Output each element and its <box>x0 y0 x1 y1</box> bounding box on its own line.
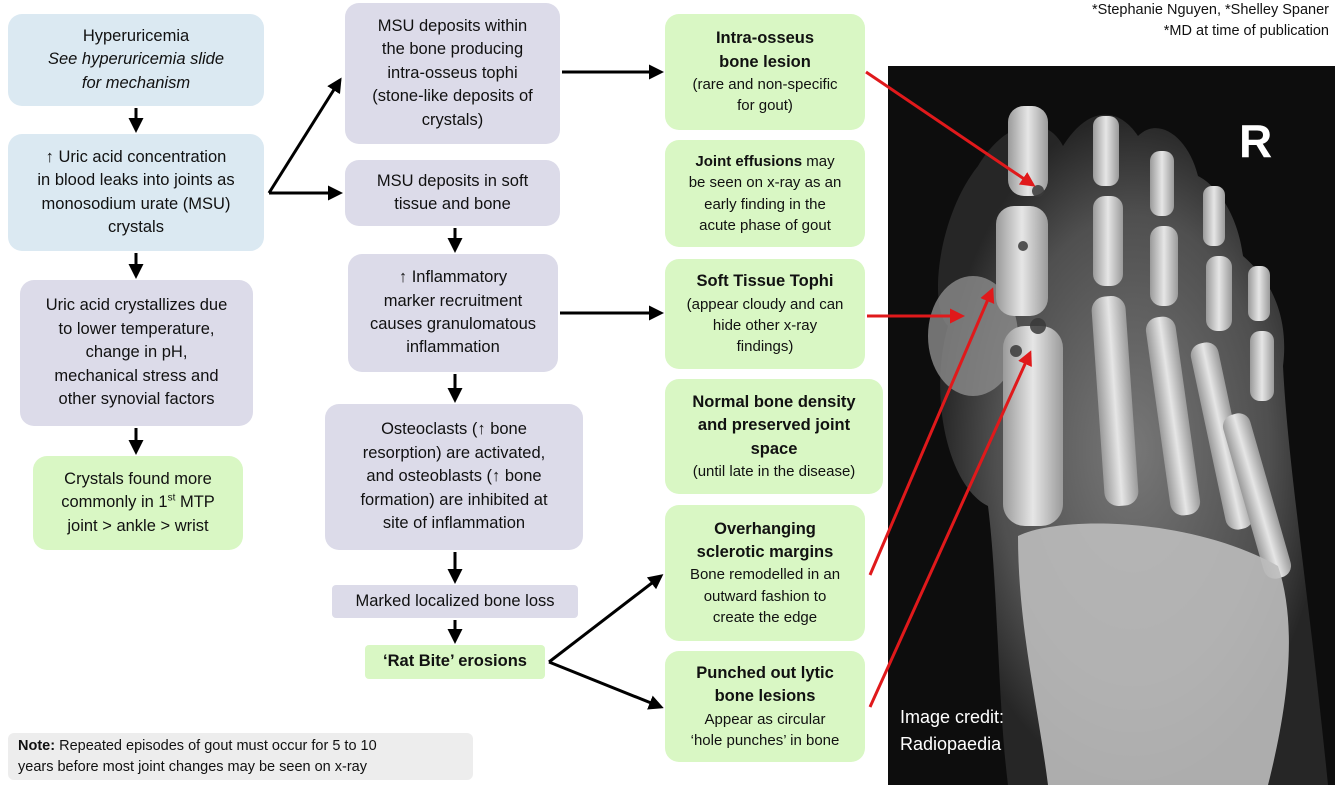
red-arrow-punched-out <box>870 353 1030 707</box>
red-arrow-overhanging <box>870 290 992 575</box>
arrow-to-overhanging <box>549 576 661 662</box>
arrow-to-intraosseous <box>269 80 340 193</box>
arrow-to-punched-out <box>549 662 661 707</box>
red-arrow-intraosseus <box>866 72 1033 185</box>
